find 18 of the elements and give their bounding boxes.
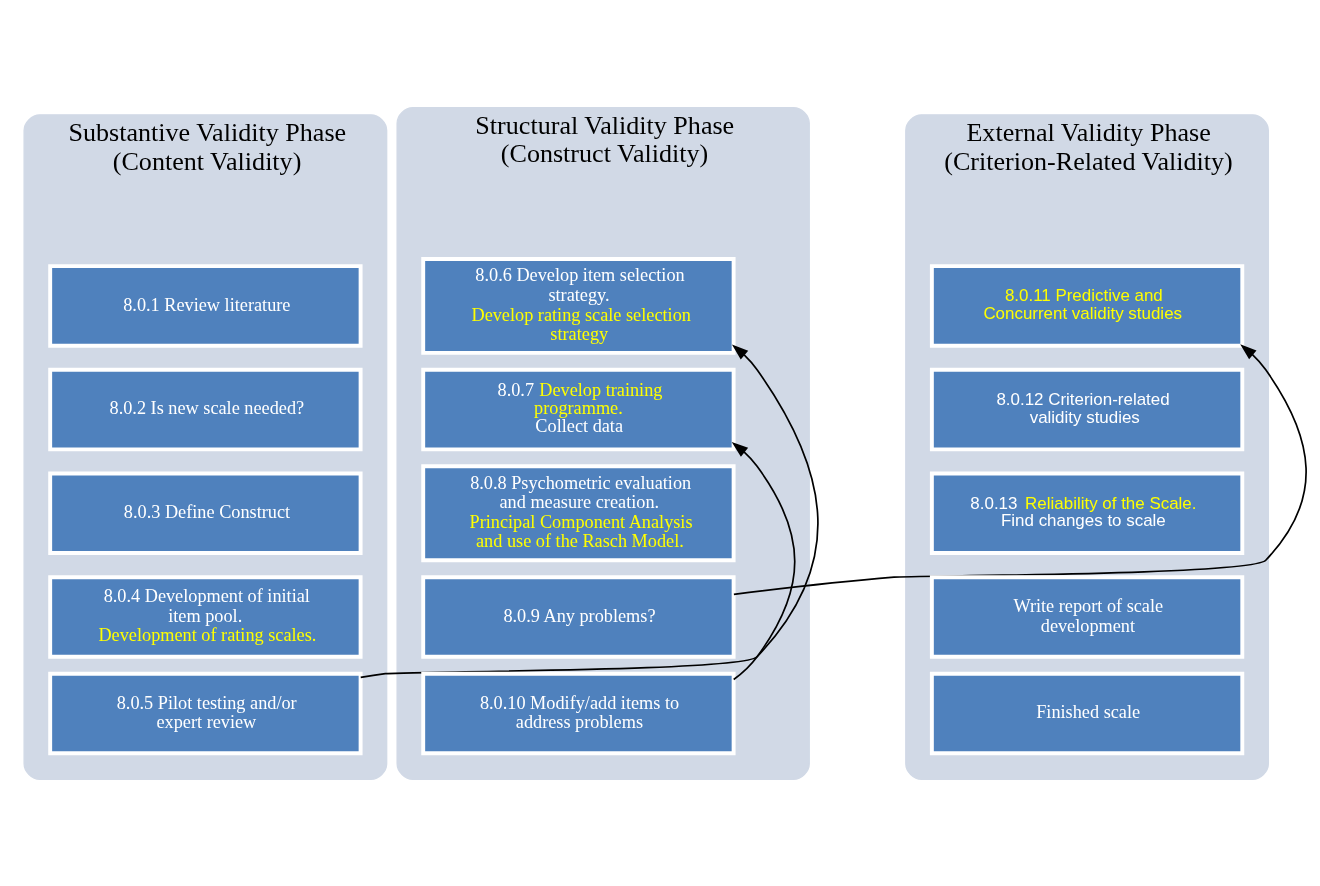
node-box: 8.0.1 Review literature (48, 263, 363, 348)
node-box: Finished scale (929, 671, 1245, 755)
node-box: 8.0.7 Develop training programme. Collect data (421, 367, 736, 451)
node-box: 8.0.11 Predictive and Concurrent validity studies (929, 263, 1245, 348)
node-box: 8.0.6 Develop item selection strategy. Develop rating scale selection strategy (421, 256, 736, 355)
arrow (733, 343, 1307, 595)
node-box: 8.0.3 Define Construct (48, 471, 363, 555)
node-box: 8.0.9 Any problems? (421, 574, 736, 659)
node-box: 8.0.4 Development of initial item pool. Development of rating scales. (48, 574, 363, 659)
node-box: 8.0.12 Criterion-related validity studies (929, 367, 1245, 451)
node-box: 8.0.8 Psychometric evaluation and measure creation. Principal Component Analysis and use of the Rasch Model. (421, 463, 736, 562)
arrow (359, 344, 819, 678)
arrow (731, 441, 796, 680)
node-box: Write report of scale development (929, 574, 1245, 659)
node-box: 8.0.5 Pilot testing and/or expert review (48, 671, 363, 755)
node-box: 8.0.13 Reliability of the Scale. Find changes to scale (929, 471, 1245, 555)
node-box: 8.0.10 Modify/add items to address problems (421, 671, 736, 755)
node-box: 8.0.2 Is new scale needed? (48, 367, 363, 451)
